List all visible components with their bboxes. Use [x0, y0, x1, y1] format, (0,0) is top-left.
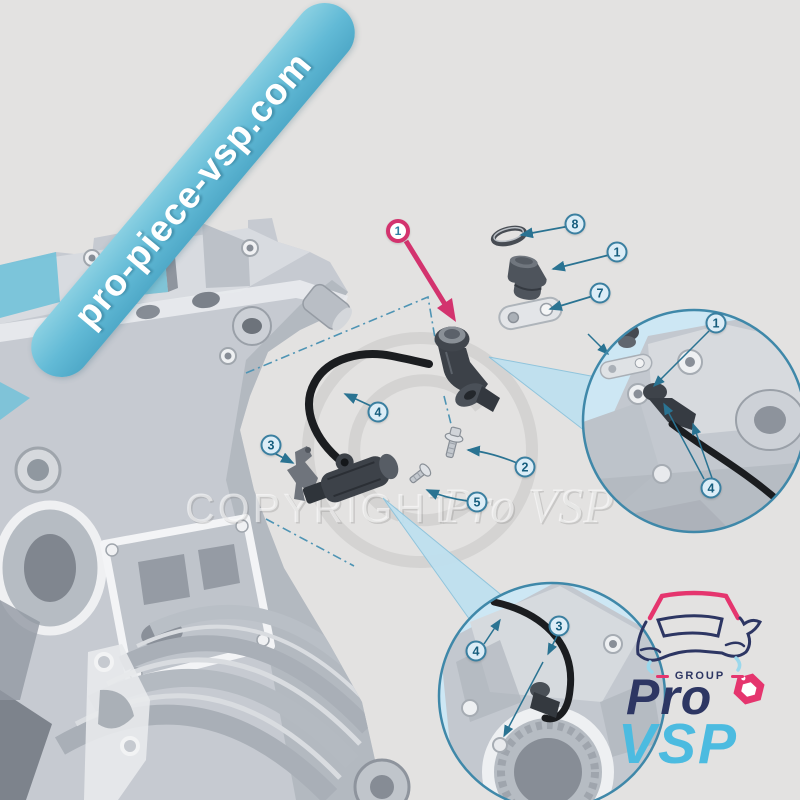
crankshaft-position-sensor [302, 453, 399, 504]
callout-label: 4 [707, 481, 715, 495]
logo-pro-text: Pro [626, 669, 713, 725]
callout-highlight-1: 1 [386, 219, 410, 243]
highlight-arrow [403, 239, 456, 322]
callout-5: 5 [466, 491, 488, 513]
logo-dash-right [731, 674, 745, 678]
logo-vsp-text: VSP [618, 712, 739, 776]
retaining-bolt [409, 463, 432, 484]
callout-1: 1 [606, 241, 628, 263]
logo-group-row: GROUP [640, 670, 760, 682]
callout-label: 4 [472, 644, 480, 658]
callout-7: 7 [589, 282, 611, 304]
logo-dash-left [655, 674, 669, 678]
callout-inset-bottom-4: 4 [465, 640, 487, 662]
car-outline-icon [636, 590, 763, 674]
hex-nut-icon [733, 673, 765, 705]
cyan-head-area [0, 252, 60, 318]
callout-inset-top-1: 1 [705, 312, 727, 334]
provsp-logo [636, 590, 765, 705]
callout-3: 3 [260, 434, 282, 456]
callout-label: 7 [596, 286, 604, 300]
inset-top-leaders [587, 330, 713, 480]
callout-2: 2 [514, 456, 536, 478]
mounting-bracket [498, 296, 563, 331]
camshaft-position-sensor [434, 326, 500, 412]
intake-runners [0, 600, 384, 800]
inset-detail-top [581, 308, 800, 534]
sensor-o-ring [490, 225, 528, 247]
callout-inset-bottom-3: 3 [548, 615, 570, 637]
inset-bottom-leaders [483, 618, 558, 738]
callout-label: 5 [473, 495, 481, 509]
callout-inset-top-4: 4 [700, 477, 722, 499]
callout-label: 1 [712, 316, 720, 330]
callout-label: 3 [267, 438, 275, 452]
engine-pipe-stub [302, 283, 352, 331]
logo-group-label: GROUP [674, 670, 726, 682]
callout-4: 4 [367, 401, 389, 423]
sensor-bolt [444, 426, 464, 459]
sensor-cable [305, 350, 433, 466]
alignment-dash-lines [245, 295, 453, 567]
callout-label: 8 [571, 217, 579, 231]
callout-label: 2 [521, 460, 529, 474]
callout-leader-arrows [273, 225, 610, 502]
callout-label: 3 [555, 619, 563, 633]
callout-label: 1 [613, 245, 621, 259]
callout-label: 4 [374, 405, 382, 419]
callout-label: 1 [394, 224, 402, 238]
rubber-cap [507, 255, 547, 300]
inset-detail-bottom [437, 581, 667, 800]
callout-8: 8 [564, 213, 586, 235]
